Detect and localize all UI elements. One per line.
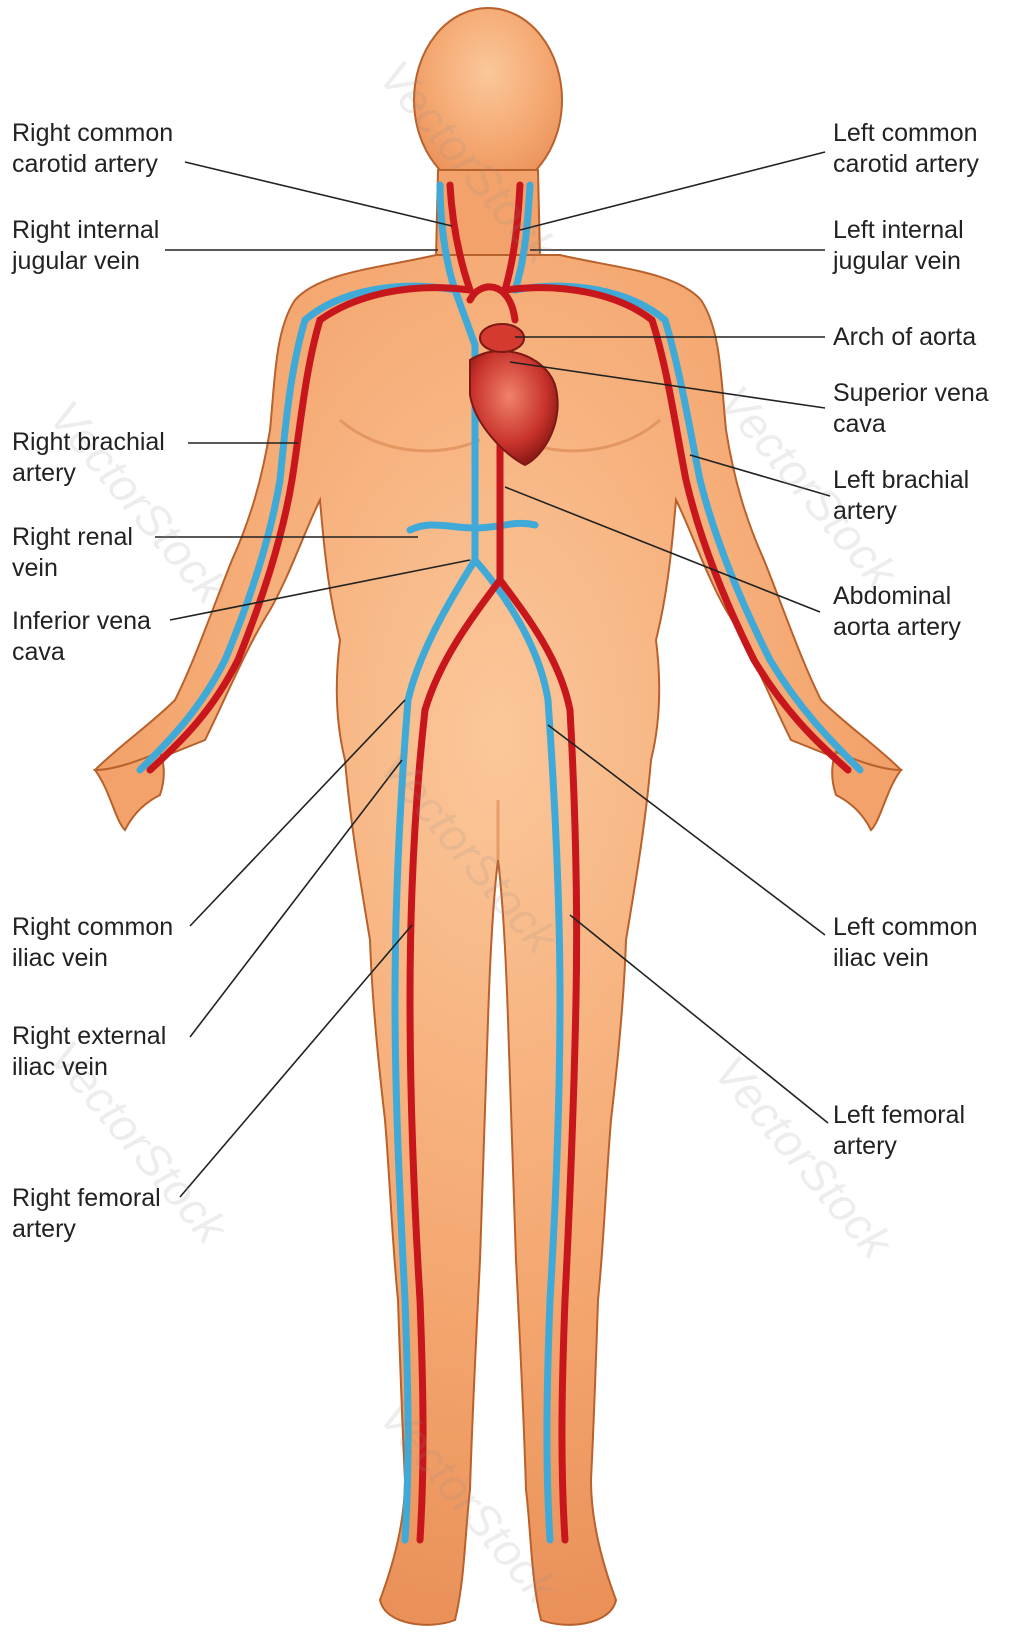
label-right-femoral-artery: Right femoral artery bbox=[12, 1183, 161, 1245]
label-line: iliac vein bbox=[833, 943, 978, 974]
label-line: cava bbox=[833, 409, 989, 440]
label-line: carotid artery bbox=[833, 149, 979, 180]
label-line: Right external bbox=[12, 1021, 166, 1052]
label-line: artery bbox=[12, 458, 165, 489]
label-line: iliac vein bbox=[12, 1052, 166, 1083]
leader-left-common-carotid bbox=[520, 152, 825, 230]
label-line: Right brachial bbox=[12, 427, 165, 458]
label-line: iliac vein bbox=[12, 943, 173, 974]
label-left-common-iliac-vein: Left common iliac vein bbox=[833, 912, 978, 974]
label-line: artery bbox=[12, 1214, 161, 1245]
label-line: Superior vena bbox=[833, 378, 989, 409]
label-line: Arch of aorta bbox=[833, 322, 976, 353]
label-line: jugular vein bbox=[12, 246, 159, 277]
label-line: Right internal bbox=[12, 215, 159, 246]
label-left-femoral-artery: Left femoral artery bbox=[833, 1100, 965, 1162]
label-superior-vena-cava: Superior vena cava bbox=[833, 378, 989, 440]
label-line: Left internal bbox=[833, 215, 964, 246]
leader-right-common-carotid bbox=[185, 162, 452, 226]
label-inferior-vena-cava: Inferior vena cava bbox=[12, 606, 151, 668]
label-line: carotid artery bbox=[12, 149, 173, 180]
label-left-brachial-artery: Left brachial artery bbox=[833, 465, 969, 527]
label-line: Right common bbox=[12, 912, 173, 943]
label-line: artery bbox=[833, 1131, 965, 1162]
label-line: Right common bbox=[12, 118, 173, 149]
label-right-external-iliac-vein: Right external iliac vein bbox=[12, 1021, 166, 1083]
label-abdominal-aorta-artery: Abdominal aorta artery bbox=[833, 581, 961, 643]
label-line: Right femoral bbox=[12, 1183, 161, 1214]
label-line: Right renal bbox=[12, 522, 133, 553]
label-line: artery bbox=[833, 496, 969, 527]
label-line: Inferior vena bbox=[12, 606, 151, 637]
label-line: Left common bbox=[833, 118, 979, 149]
label-left-internal-jugular-vein: Left internal jugular vein bbox=[833, 215, 964, 277]
label-line: Left femoral bbox=[833, 1100, 965, 1131]
label-right-common-carotid-artery: Right common carotid artery bbox=[12, 118, 173, 180]
label-right-common-iliac-vein: Right common iliac vein bbox=[12, 912, 173, 974]
label-line: vein bbox=[12, 553, 133, 584]
label-line: Abdominal bbox=[833, 581, 961, 612]
label-left-common-carotid-artery: Left common carotid artery bbox=[833, 118, 979, 180]
leader-right-femoral bbox=[180, 925, 412, 1197]
label-right-brachial-artery: Right brachial artery bbox=[12, 427, 165, 489]
label-line: aorta artery bbox=[833, 612, 961, 643]
label-line: cava bbox=[12, 637, 151, 668]
head bbox=[414, 8, 562, 192]
label-line: Left common bbox=[833, 912, 978, 943]
label-line: Left brachial bbox=[833, 465, 969, 496]
label-right-renal-vein: Right renal vein bbox=[12, 522, 133, 584]
label-arch-of-aorta: Arch of aorta bbox=[833, 322, 976, 353]
label-line: jugular vein bbox=[833, 246, 964, 277]
label-right-internal-jugular-vein: Right internal jugular vein bbox=[12, 215, 159, 277]
